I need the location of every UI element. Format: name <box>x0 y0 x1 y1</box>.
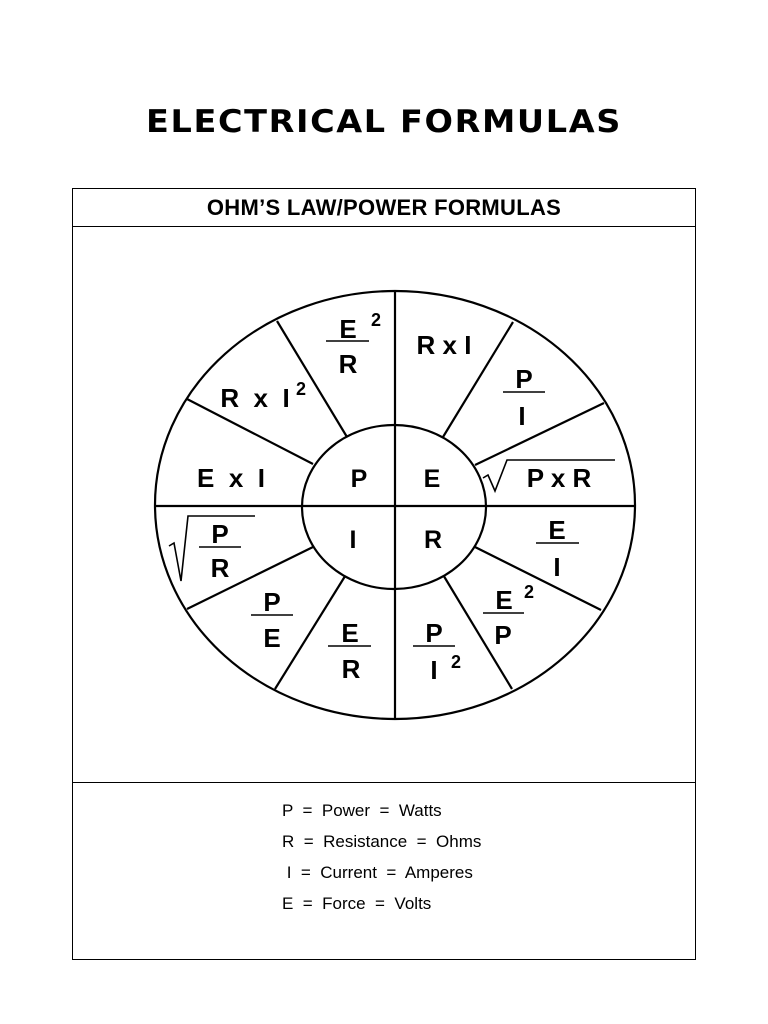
svg-text:P: P <box>494 620 511 650</box>
page-title: ELECTRICAL FORMULAS <box>146 104 622 140</box>
svg-text:E: E <box>339 314 356 344</box>
legend-item-current: I = Current = Amperes <box>282 863 473 882</box>
svg-text:R: R <box>211 553 230 583</box>
svg-text:P: P <box>211 519 228 549</box>
svg-text:2: 2 <box>371 310 381 330</box>
spoke-lower-right-2 <box>441 572 513 690</box>
section-title: OHM’S LAW/POWER FORMULAS <box>73 189 695 227</box>
svg-text:R: R <box>342 654 361 684</box>
formula-e-squared-over-p: E 2 P <box>483 582 534 650</box>
svg-text:I: I <box>553 552 560 582</box>
formula-p-over-i: P I <box>503 364 545 431</box>
square-root-sign <box>482 459 615 494</box>
formula-p-over-e: P E <box>251 587 293 653</box>
formula-e-times-i: E x I <box>197 463 265 493</box>
svg-text:R x I: R x I <box>220 383 289 413</box>
legend-divider <box>73 782 695 783</box>
legend-item-resistance: R = Resistance = Ohms <box>282 832 482 851</box>
svg-text:P x R: P x R <box>527 463 592 493</box>
svg-text:2: 2 <box>296 379 306 399</box>
svg-text:R: R <box>339 349 358 379</box>
legend: P = Power = Watts R = Resistance = Ohms … <box>282 800 481 924</box>
spoke-upper-right-2 <box>474 402 605 466</box>
center-power-label: P <box>351 465 368 493</box>
svg-text:E: E <box>495 585 512 615</box>
square-root-sign <box>168 515 255 582</box>
svg-text:I: I <box>430 655 437 685</box>
center-force-label: E <box>424 465 441 493</box>
svg-text:2: 2 <box>451 652 461 672</box>
spoke-upper-left-2 <box>276 320 348 438</box>
legend-item-power: P = Power = Watts <box>282 801 442 820</box>
svg-text:P: P <box>263 587 280 617</box>
formula-sqrt-p-over-r: P R <box>168 515 255 583</box>
formula-e-squared-over-r: E 2 R <box>326 310 381 379</box>
formula-wheel: P E I R E 2 R R x I P I P x R E I <box>153 289 637 721</box>
svg-text:2: 2 <box>524 582 534 602</box>
spoke-upper-left-1 <box>186 398 314 465</box>
formula-sqrt-p-times-r: P x R <box>482 459 615 494</box>
spoke-lower-left-2 <box>186 546 314 610</box>
center-current-label: I <box>350 526 357 554</box>
legend-item-force: E = Force = Volts <box>282 894 432 913</box>
formula-p-over-i-squared: P I 2 <box>413 618 461 685</box>
spoke-lower-right-1 <box>474 546 602 611</box>
svg-text:P: P <box>515 364 532 394</box>
svg-text:I: I <box>518 401 525 431</box>
spoke-lower-left-1 <box>274 572 348 690</box>
formula-e-over-i: E I <box>536 515 579 582</box>
formula-r-times-i-squared: R x I 2 <box>220 379 306 413</box>
center-resistance-label: R <box>424 526 442 554</box>
svg-text:P: P <box>425 618 442 648</box>
formula-r-times-i: R x I <box>417 330 472 360</box>
svg-text:E: E <box>548 515 565 545</box>
svg-text:E: E <box>263 623 280 653</box>
formula-e-over-r: E R <box>328 618 371 684</box>
spoke-upper-right-1 <box>442 321 514 438</box>
svg-text:E: E <box>341 618 358 648</box>
formula-chart: OHM’S LAW/POWER FORMULAS P E I R E 2 R <box>72 188 696 960</box>
